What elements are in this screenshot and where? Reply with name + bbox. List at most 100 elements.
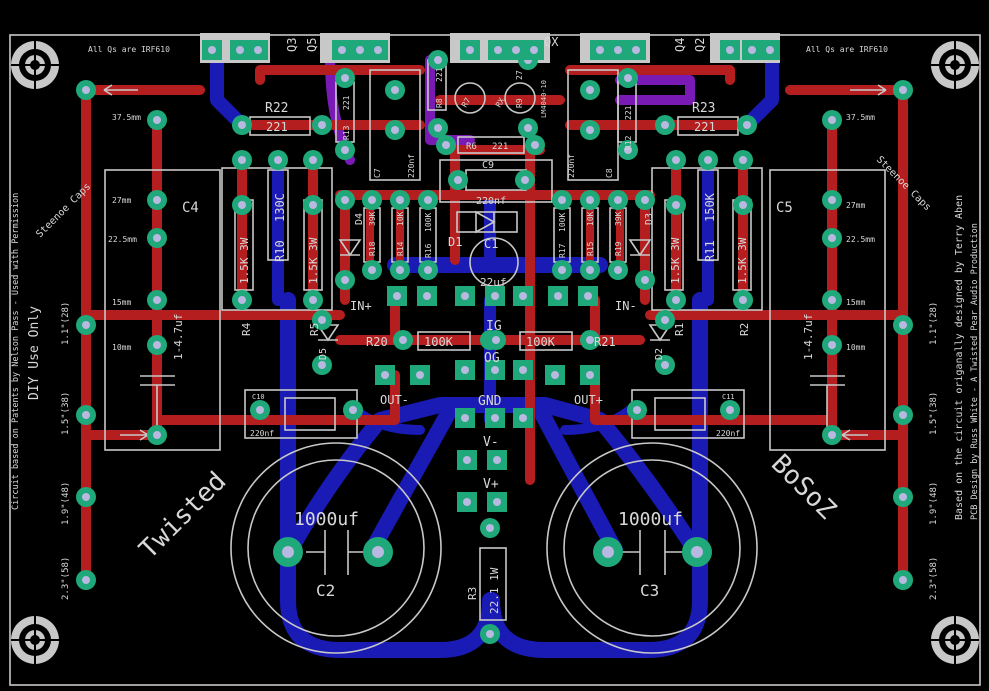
pad-hole [393,292,401,300]
pad-hole [381,371,389,379]
d4-label: D4 [354,213,365,225]
spacing-27-right: 27mm [846,201,865,210]
r2-label: R2 [738,323,751,336]
pad-hole [82,411,90,419]
qx-label: QX [544,35,559,49]
r4-label: R4 [240,322,253,336]
r12-label: R12 [624,135,633,150]
out-plus-label: OUT+ [574,393,603,407]
pad-hole [153,234,161,242]
spacing-225-left: 22.5mm [108,235,137,244]
mounting-holes [11,41,979,664]
pad-hole [551,371,559,379]
pad-hole [624,146,632,154]
inch-1-right: 1.1"(28) [929,302,939,345]
r8-label: R8 [435,98,444,108]
pad-hole [82,321,90,329]
pad-hole [899,86,907,94]
pad-hole [374,46,382,54]
pad-hole [828,431,836,439]
pad-hole [828,196,836,204]
c11-label: C11 [722,393,735,401]
pad-hole [672,201,680,209]
pad-hole [739,156,747,164]
pad-hole [672,156,680,164]
pad-hole [396,196,404,204]
pad-hole [614,196,622,204]
pad-hole [828,296,836,304]
pad-hole [486,524,494,532]
r18-label: R18 [368,241,377,256]
pad-hole [349,406,357,414]
pad-hole [602,546,614,558]
pad-hole [512,46,520,54]
c9-value: 220nf [476,196,506,207]
pad-hole [368,196,376,204]
pad-hole [492,336,500,344]
c9-label: C9 [482,160,494,171]
c1-value: 22uf [480,276,507,289]
r18-value: 39K [368,211,377,226]
r1-1k5: 1.5K 3W [669,237,682,284]
pad-hole [766,46,774,54]
d5-label: D5 [318,348,329,360]
inch-4-left: 2.3"(58) [61,557,71,600]
r21-label: R21 [594,335,616,349]
cap-c5-value: 1-4.7uf [802,314,815,360]
pad-hole [463,456,471,464]
pad-hole [632,46,640,54]
spacing-225-right: 22.5mm [846,235,875,244]
pad-hole [318,361,326,369]
pad-hole [494,46,502,54]
ig-label: IG [486,319,502,334]
d3-label: D3 [644,213,655,225]
inch-2-right: 1.5"(38) [929,392,939,435]
pad-hole [391,86,399,94]
d2-label: D2 [654,348,665,360]
pad-hole [828,234,836,242]
pad-hole [524,124,532,132]
c10-label: C10 [252,393,265,401]
c3-label: C3 [640,581,659,600]
pad-hole [899,576,907,584]
q2-label: Q2 [693,38,707,52]
pad-hole [466,46,474,54]
pad-hole [434,56,442,64]
inch-4-right: 2.3"(58) [929,557,939,600]
pad-hole [739,201,747,209]
pad-hole [899,493,907,501]
pad-hole [391,126,399,134]
pad-hole [584,292,592,300]
pad-hole [153,341,161,349]
pad-hole [726,46,734,54]
r23-label: R23 [692,101,715,116]
pad-hole [491,414,499,422]
pad-hole [519,292,527,300]
pad-hole [341,196,349,204]
pad-hole [423,292,431,300]
pad-hole [558,196,566,204]
pad-hole [254,46,262,54]
c3-value: 1000uf [618,509,683,530]
pad-hole [424,196,432,204]
c1-label: C1 [484,237,498,251]
pad-hole [463,498,471,506]
pad-hole [82,493,90,501]
pad-hole [318,316,326,324]
pad-hole [828,116,836,124]
pad-hole [586,196,594,204]
pad-hole [672,296,680,304]
r3-value: 22.1 1W [488,567,501,614]
pad-hole [899,411,907,419]
r20-value: 100K [424,335,454,349]
pad-hole [461,292,469,300]
r9-value: 27 [515,70,524,80]
inch-3-right: 1.9"(48) [929,482,939,525]
r5-label: R5 [308,323,321,336]
r11-value: 150K [703,192,717,222]
pad-hole [519,366,527,374]
diy-label: DIY Use Only [27,306,42,400]
pad-hole [739,296,747,304]
pad-hole [399,336,407,344]
